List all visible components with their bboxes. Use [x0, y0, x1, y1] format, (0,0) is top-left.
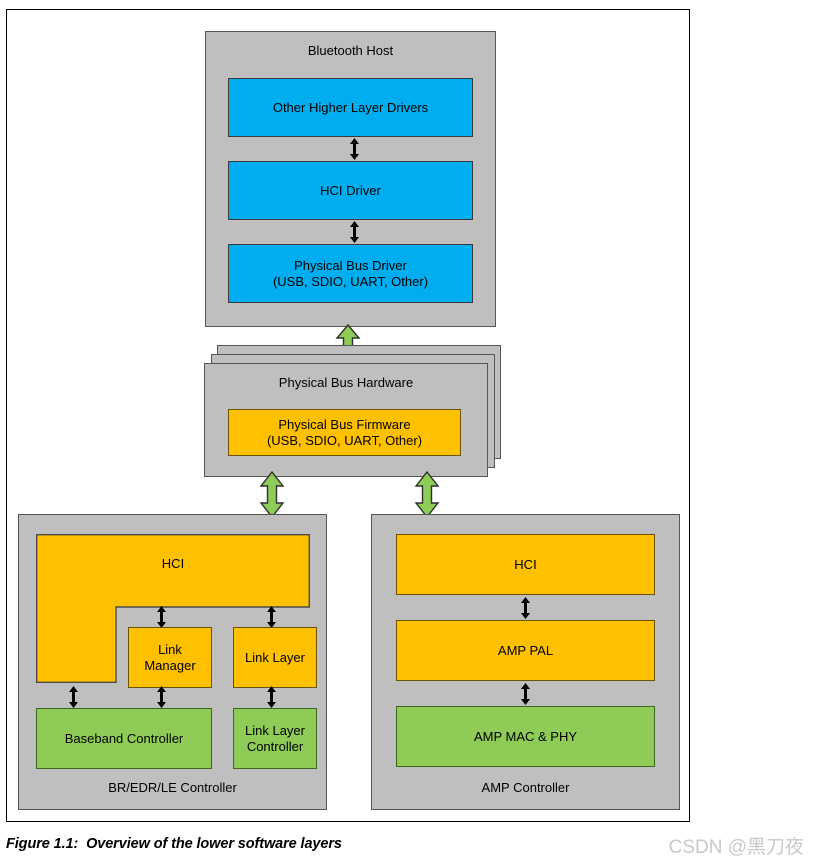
block-link-layer-controller[interactable]: Link Layer Controller	[233, 708, 317, 769]
group-title-br-edr-le-controller: BR/EDR/LE Controller	[108, 780, 237, 795]
group-title-amp-controller: AMP Controller	[481, 780, 570, 795]
block-hci-right[interactable]: HCI	[396, 534, 655, 595]
connector-physical-bus-hardware-to-br-edr-le-controller	[259, 471, 285, 518]
connector-physical-bus-hardware-to-amp-controller	[414, 471, 440, 518]
block-amp-mac-phy[interactable]: AMP MAC & PHY	[396, 706, 655, 767]
csdn-watermark: CSDN @黑刀夜	[668, 837, 804, 858]
block-hci-driver[interactable]: HCI Driver	[228, 161, 473, 220]
figure-frame: Bluetooth Host Other Higher Layer Driver…	[6, 9, 690, 822]
block-hci-left[interactable]: HCI	[36, 534, 310, 683]
group-title-bluetooth-host: Bluetooth Host	[307, 43, 394, 58]
group-title-physical-bus-hardware: Physical Bus Hardware	[278, 375, 414, 390]
block-link-layer[interactable]: Link Layer	[233, 627, 317, 688]
block-link-manager[interactable]: Link Manager	[128, 627, 212, 688]
figure-caption: Figure 1.1: Overview of the lower softwa…	[6, 836, 342, 852]
block-physical-bus-driver[interactable]: Physical Bus Driver (USB, SDIO, UART, Ot…	[228, 244, 473, 303]
block-baseband-controller[interactable]: Baseband Controller	[36, 708, 212, 769]
block-physical-bus-firmware[interactable]: Physical Bus Firmware (USB, SDIO, UART, …	[228, 409, 461, 456]
block-hci-left-label: HCI	[161, 556, 185, 571]
block-other-higher-layer-drivers[interactable]: Other Higher Layer Drivers	[228, 78, 473, 137]
block-amp-pal[interactable]: AMP PAL	[396, 620, 655, 681]
